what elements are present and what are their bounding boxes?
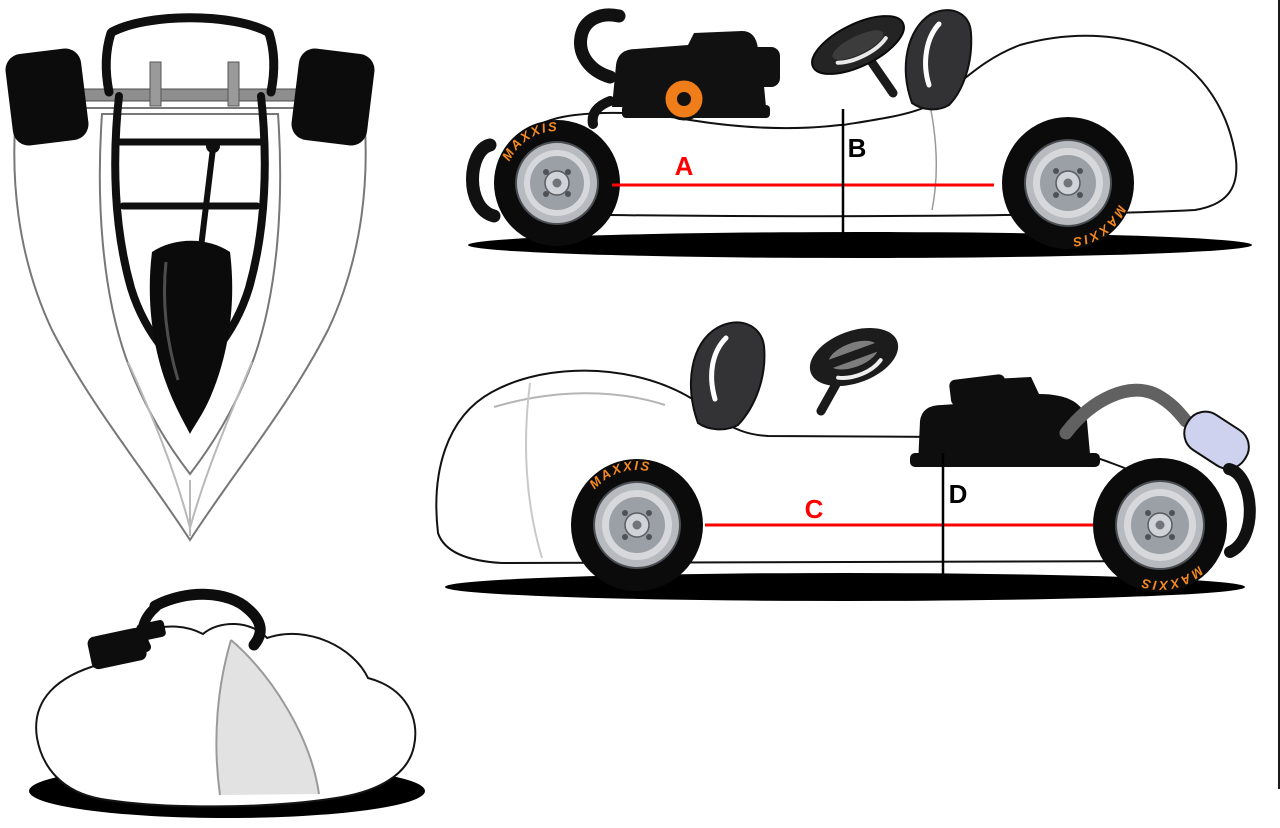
kart-top-view-svg [5,13,375,542]
cowl-seam [929,104,938,211]
kart-bodyshell-svg [29,588,425,818]
rear-tire-left [5,48,89,146]
exhaust-pipe [1059,383,1193,440]
kart-side-view-upper: MAXXIS MAXXIS [460,5,1272,273]
airbox [706,47,780,87]
axle-post-left [149,61,162,107]
recoil-hub [677,92,691,106]
seat [904,9,973,111]
rear-bumper [1223,463,1256,558]
seat [689,321,766,431]
front-wheel: MAXXIS [494,110,620,246]
dim-label-d: D [949,479,968,509]
chassis-frame [101,13,279,369]
kart-side-lower-svg: MAXXIS MAXXIS [435,321,1256,601]
kart-bodyshell-view [5,588,435,828]
page-edge-line [1278,0,1280,789]
seat-top-view [149,240,233,434]
exhaust-pipe [574,8,626,84]
engine-block [918,377,1091,465]
dim-label-a: A [675,151,694,181]
kart-side-view-lower: MAXXIS MAXXIS [430,315,1270,615]
steering-assembly [87,588,266,670]
steering-wheel [809,327,899,416]
axle-post-right [227,61,240,107]
nose-creases [493,382,666,559]
kart-side-upper-svg: MAXXIS MAXXIS [466,8,1252,258]
steering-wheel [811,15,905,98]
rear-tire-right [291,48,375,146]
bodyshell-creases [215,639,320,796]
steering-hub-top-view [206,139,220,153]
kart-top-view [0,0,380,550]
bodyshell-shading [216,640,319,795]
nose-crease-lines [127,361,253,536]
dim-label-c: C [805,494,824,524]
engine [574,8,780,129]
front-wheel: MAXXIS [571,450,703,591]
exhaust [1059,383,1250,470]
engine [910,374,1100,467]
dim-label-b: B [848,133,867,163]
muffler [1183,410,1250,470]
front-bumper [466,138,501,223]
